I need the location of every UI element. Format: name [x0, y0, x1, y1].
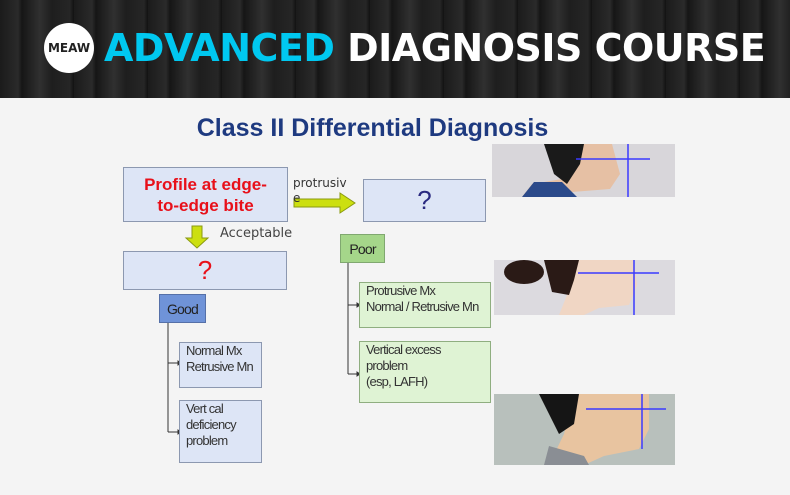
acceptable-label: Acceptable	[220, 226, 293, 241]
protrusive-mx-box: Protrusive Mx Normal / Retrusive Mn	[359, 282, 491, 328]
course-title: ADVANCED DIAGNOSIS COURSE	[104, 26, 766, 70]
good-box: Good	[159, 294, 206, 323]
question-box-protrusive: ?	[363, 179, 486, 222]
course-banner: MEAW ADVANCED DIAGNOSIS COURSE	[0, 0, 790, 98]
protrusive-label: protrusiv e	[293, 176, 347, 205]
down-arrow-icon	[184, 225, 210, 249]
question-box-acceptable: ?	[123, 251, 287, 290]
normal-mx-retrusive-mn-box: Normal Mx Retrusive Mn	[179, 342, 262, 388]
poor-box: Poor	[340, 234, 385, 263]
profile-photo-male-1	[492, 144, 675, 197]
profile-photo-male-2	[494, 394, 675, 465]
vertical-excess-box: Vertical excess problem (esp, LAFH)	[359, 341, 491, 403]
meaw-logo: MEAW	[44, 23, 94, 73]
right-arrow-icon	[293, 192, 356, 214]
profile-edge-bite-box: Profile at edge- to-edge bite	[123, 167, 288, 222]
profile-photo-female	[494, 260, 675, 315]
slide-title: Class II Differential Diagnosis	[196, 114, 549, 142]
vertical-deficiency-box: Vert cal deficiency problem	[179, 400, 262, 463]
